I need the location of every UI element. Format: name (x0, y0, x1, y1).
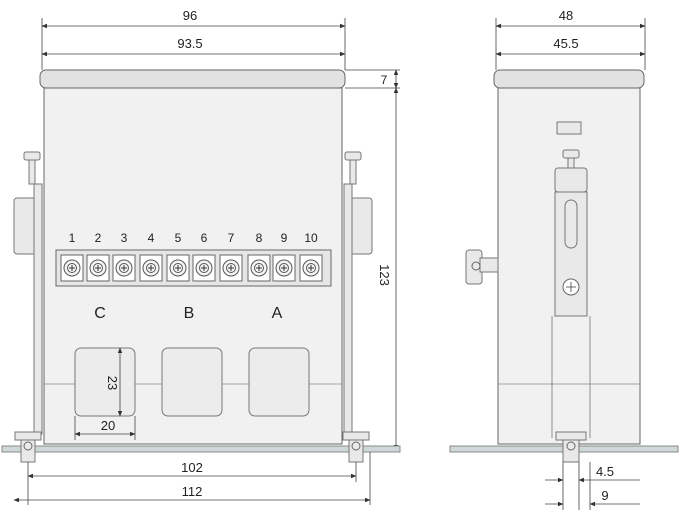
side-clamp (465, 249, 499, 285)
dim-mount-spacing-label: 102 (181, 460, 203, 475)
dim-window-height-label: 23 (105, 376, 120, 390)
dim-body-height: 123 (377, 87, 399, 451)
dim-overall-depth-label: 48 (559, 8, 573, 23)
dim-slot-offset-label: 4.5 (596, 464, 614, 479)
side-mounting-stud (555, 431, 587, 463)
terminal-number: 5 (175, 231, 182, 245)
terminal-screw-icon (112, 254, 136, 282)
terminal-number: 8 (256, 231, 263, 245)
terminal-screw-icon (299, 254, 323, 282)
dim-window-width: 20 (74, 418, 136, 437)
terminal-number: 6 (201, 231, 208, 245)
window-c (74, 347, 136, 417)
window-a (248, 347, 310, 417)
side-mounting-bracket (551, 149, 591, 438)
front-base-plate (1, 445, 401, 453)
phase-label-a: A (272, 305, 283, 322)
dim-top-cap-height-label: 7 (381, 73, 388, 87)
dim-slot-offset: 4.5 (545, 464, 640, 483)
terminal-number: 9 (281, 231, 288, 245)
dim-inner-width: 93.5 (41, 36, 346, 57)
terminal-screw-icon (139, 254, 163, 282)
window-b (161, 347, 223, 417)
dim-inner-depth-label: 45.5 (553, 36, 578, 51)
dim-overall-width: 96 (41, 8, 346, 29)
right-mounting-bracket (343, 151, 373, 435)
terminal-screw-icon (272, 254, 296, 282)
side-nameplate (556, 121, 582, 135)
side-view: 48 45.5 (449, 8, 679, 510)
dim-window-width-label: 20 (101, 418, 115, 433)
terminal-number: 3 (121, 231, 128, 245)
dim-slot-width-label: 9 (601, 488, 608, 503)
dim-overall-width-label: 96 (183, 8, 197, 23)
terminal-screw-icon (247, 254, 271, 282)
terminal-number: 1 (69, 231, 76, 245)
dim-base-length: 112 (13, 484, 371, 503)
dim-top-cap-height: 7 (381, 69, 399, 89)
top-cap (39, 69, 346, 89)
terminal-screw-icon (86, 254, 110, 282)
terminal-screw-icon (192, 254, 216, 282)
dim-base-length-label: 112 (182, 484, 203, 499)
side-top-cap (493, 69, 645, 89)
terminal-number: 2 (95, 231, 102, 245)
front-view: 96 93.5 7 123 (1, 8, 401, 505)
left-mounting-bracket (13, 151, 43, 435)
dim-slot-width: 9 (545, 488, 640, 507)
terminal-screw-icon (60, 254, 84, 282)
dim-overall-depth: 48 (495, 8, 646, 29)
terminal-number: 7 (228, 231, 235, 245)
terminal-numbers: 1 2 3 4 5 6 7 8 9 10 (69, 231, 318, 245)
terminal-number: 4 (148, 231, 155, 245)
dim-mount-spacing: 102 (27, 460, 357, 479)
phase-label-b: B (184, 305, 195, 322)
terminal-number: 10 (304, 231, 318, 245)
terminal-block (60, 254, 323, 282)
dim-inner-depth: 45.5 (495, 36, 646, 57)
dim-window-height: 23 (105, 347, 123, 417)
phase-label-c: C (94, 305, 106, 322)
dim-body-height-label: 123 (377, 264, 392, 286)
terminal-screw-icon (166, 254, 190, 282)
dim-inner-width-label: 93.5 (177, 36, 202, 51)
terminal-screw-icon (219, 254, 243, 282)
